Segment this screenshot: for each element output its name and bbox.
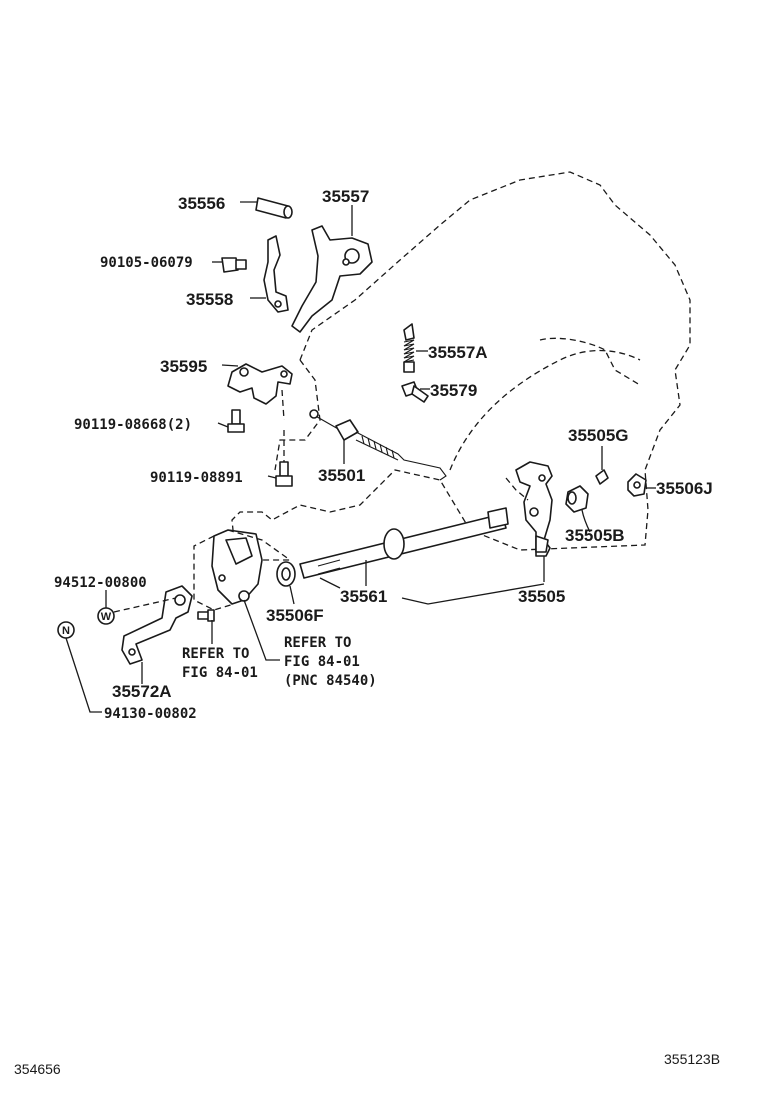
nut-symbol: N [57,621,75,639]
label-94130-00802: 94130-00802 [104,706,197,722]
corner-code-left: 354656 [14,1061,61,1077]
label-35557A: 35557A [428,343,488,362]
bolt-35579 [401,381,429,403]
leader-90119-08668 [217,422,229,428]
manual-lever-35572A [121,585,193,665]
refer-right-line3: (PNC 84540) [284,673,377,689]
washer-symbol: W [97,607,115,625]
bolt-90119-08891 [275,461,293,487]
label-35557: 35557 [322,187,369,206]
refer-left-line2: FIG 84-01 [182,665,258,681]
refer-right-line2: FIG 84-01 [284,654,360,670]
label-35505B: 35505B [565,526,625,545]
switch-bolt [197,609,215,622]
neutral-start-switch [211,529,263,605]
manual-valve-lever-35505 [515,461,553,557]
leader-35506F [289,585,295,605]
label-35506J: 35506J [656,479,713,498]
label-35501: 35501 [318,466,365,485]
label-90119-08891: 90119-08891 [150,470,243,486]
housing-inner-arc [539,337,641,386]
bolt-90105 [221,257,247,273]
leader-refer-right [243,599,280,661]
label-90119-08668: 90119-08668(2) [74,417,192,433]
oil-seal-35506F [276,561,296,587]
label-35579: 35579 [430,381,477,400]
leader-35561-35505-link [401,583,545,605]
label-94512-00800: 94512-00800 [54,575,147,591]
housing-upper-edge [274,359,321,471]
bolt-90119-08668 [227,409,245,433]
refer-left-line1: REFER TO [182,646,249,662]
switch-dashed-bracket [193,535,235,611]
label-35505: 35505 [518,587,565,606]
nut-symbol-text: N [62,625,70,637]
transmission-housing-outline [231,171,691,561]
corner-code-right: 355123B [664,1051,720,1067]
leader-35595 [221,364,239,367]
leader-90119-08891 [267,475,277,479]
label-35595: 35595 [160,357,207,376]
label-35506F: 35506F [266,606,324,625]
label-35572A: 35572A [112,682,172,701]
washer-symbol-text: W [101,611,112,623]
pin-35556 [255,197,293,219]
switch-dashed-top [227,529,291,561]
manual-valve-shaft-35561 [299,507,509,579]
label-35556: 35556 [178,194,225,213]
bracket-dashed-link [281,389,285,421]
detent-spring-35558 [263,235,289,313]
pin-35505G [595,469,609,485]
spring-35557A [403,323,415,373]
leader-35561-left [319,577,341,589]
lever-35557 [291,225,373,333]
label-35558: 35558 [186,290,233,309]
label-35561: 35561 [340,587,387,606]
leader-94130 [65,637,102,713]
refer-right-line1: REFER TO [284,635,351,651]
label-90105-06079: 90105-06079 [100,255,193,271]
shift-rod-35501 [309,409,447,481]
lever-dashed-link [505,477,529,501]
transmission-bellhousing-curve [449,349,641,471]
leader-35505B [581,509,591,533]
bushing-35505B [565,485,589,513]
label-35505G: 35505G [568,426,629,445]
clip-35506J [627,473,647,497]
lever-dashed-washer [113,597,177,613]
bracket-35595 [227,363,293,405]
